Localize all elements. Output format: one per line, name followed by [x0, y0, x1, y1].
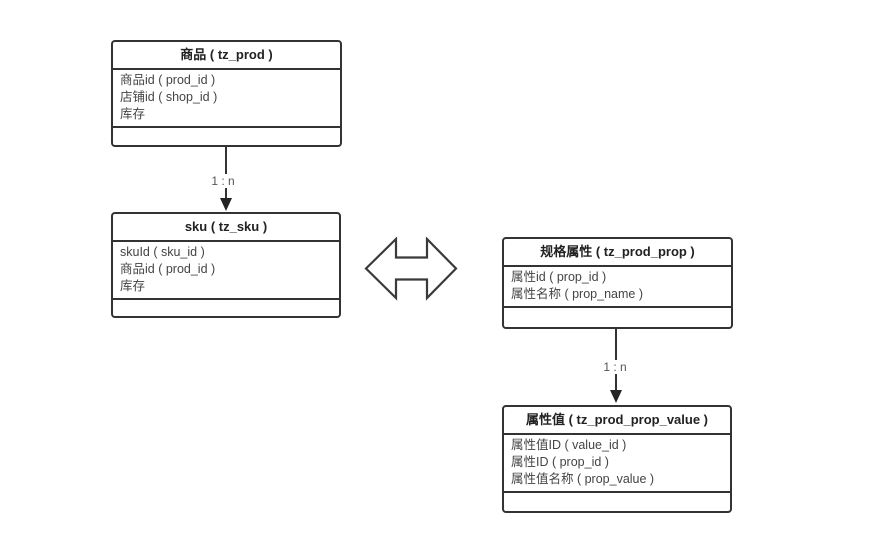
entity-tz-sku-fields: skuId ( sku_id ) 商品id ( prod_id ) 库存	[113, 242, 339, 300]
connector-prop-value-arrowhead-icon	[610, 390, 622, 403]
field-sku-id: skuId ( sku_id )	[120, 245, 205, 259]
entity-tz-prod: 商品 ( tz_prod ) 商品id ( prod_id ) 店铺id ( s…	[111, 40, 342, 147]
field-prod-id: 商品id ( prod_id )	[120, 73, 216, 87]
field-sku-stock: 库存	[120, 279, 146, 293]
entity-tz-prod-prop-empty-section	[504, 308, 731, 327]
field-value-prop-id: 属性ID ( prop_id )	[511, 455, 609, 469]
entity-tz-prod-prop-value: 属性值 ( tz_prod_prop_value ) 属性值ID ( value…	[502, 405, 732, 513]
entity-tz-prod-prop-value-title: 属性值 ( tz_prod_prop_value )	[504, 407, 730, 435]
field-value-id: 属性值ID ( value_id )	[511, 438, 627, 452]
entity-tz-prod-prop-title: 规格属性 ( tz_prod_prop )	[504, 239, 731, 267]
field-prod-stock: 库存	[120, 107, 146, 121]
connector-prod-sku-label: 1 : n	[208, 174, 238, 188]
connector-prod-sku-arrowhead-icon	[220, 198, 232, 211]
field-sku-prod-id: 商品id ( prod_id )	[120, 262, 216, 276]
field-shop-id: 店铺id ( shop_id )	[120, 90, 218, 104]
entity-tz-prod-prop: 规格属性 ( tz_prod_prop ) 属性id ( prop_id ) 属…	[502, 237, 733, 329]
entity-tz-prod-prop-fields: 属性id ( prop_id ) 属性名称 ( prop_name )	[504, 267, 731, 308]
entity-tz-sku-title: sku ( tz_sku )	[113, 214, 339, 242]
entity-tz-sku: sku ( tz_sku ) skuId ( sku_id ) 商品id ( p…	[111, 212, 341, 318]
double-headed-arrow-icon	[364, 237, 458, 301]
connector-prop-value-label: 1 : n	[600, 360, 630, 374]
field-prop-name: 属性名称 ( prop_name )	[511, 287, 643, 301]
field-prop-value-name: 属性值名称 ( prop_value )	[511, 472, 655, 486]
entity-tz-sku-empty-section	[113, 300, 339, 316]
entity-tz-prod-prop-value-fields: 属性值ID ( value_id ) 属性ID ( prop_id ) 属性值名…	[504, 435, 730, 493]
entity-tz-prod-prop-value-empty-section	[504, 493, 730, 511]
entity-tz-prod-title: 商品 ( tz_prod )	[113, 42, 340, 70]
field-prop-id: 属性id ( prop_id )	[511, 270, 607, 284]
entity-tz-prod-fields: 商品id ( prod_id ) 店铺id ( shop_id ) 库存	[113, 70, 340, 128]
entity-tz-prod-empty-section	[113, 128, 340, 145]
connector-prod-sku-line	[225, 147, 227, 199]
